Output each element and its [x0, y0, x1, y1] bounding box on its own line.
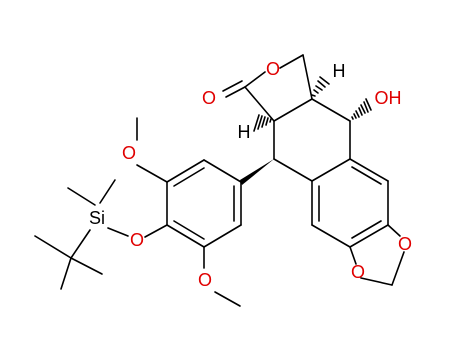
atom-o-tbs: O	[130, 230, 144, 250]
atom-h-left: H	[238, 122, 251, 142]
bond-ar1	[349, 158, 389, 182]
atom-o-meo-top: O	[122, 143, 136, 163]
hashed-wedge-oh	[351, 98, 372, 120]
bond-ar-inner-1	[351, 166, 382, 185]
hashed-wedge-h-left	[253, 114, 272, 132]
bold-wedge-aryl	[240, 159, 274, 185]
bond-ch2-c3a	[302, 54, 313, 100]
bond-tbu-1	[34, 235, 72, 259]
bond-c11a-c1	[244, 86, 275, 122]
bond-carbonyl-1	[225, 86, 246, 98]
bond-o-si	[107, 227, 129, 237]
bond-aryl-2	[166, 159, 205, 183]
bond-tbu-3	[60, 257, 72, 290]
hashed-wedge-h-top	[311, 76, 330, 97]
bond-ar4	[311, 224, 351, 248]
atom-o-diox-bottom: O	[351, 262, 365, 282]
bond-o-ch2	[279, 54, 304, 69]
atom-oh: OH	[375, 88, 402, 108]
bond-diox-3	[391, 251, 405, 286]
bond-tbu-2	[70, 257, 103, 275]
bond-aryl-1	[203, 159, 242, 183]
bond-si-tbu	[70, 229, 91, 259]
bond-meo-bot-2	[214, 291, 241, 307]
bond-si-me2	[99, 179, 116, 204]
bond-c3a-c11a	[273, 98, 313, 122]
bond-c3a-c4	[311, 98, 351, 122]
bond-c4a-c10a	[311, 158, 351, 182]
bond-c-otbs	[144, 224, 168, 238]
bond-aryl-inner-2	[173, 220, 205, 240]
bond-diox-1	[387, 224, 401, 237]
bond-carbonyl-2	[222, 80, 243, 92]
atom-si: Si	[89, 208, 105, 228]
atom-o-diox-right: O	[398, 234, 412, 254]
bond-c1-o	[244, 71, 266, 88]
bond-diox-2	[349, 246, 357, 265]
atom-o-ring: O	[266, 59, 280, 79]
bond-aryl-5	[203, 224, 242, 248]
bond-meo-top-1	[136, 164, 168, 183]
bond-aryl-inner-1	[173, 167, 205, 187]
atom-h-top: H	[333, 61, 346, 81]
bond-diox-4	[360, 277, 393, 286]
bond-aryl-4	[166, 224, 205, 248]
atom-o-carbonyl: O	[202, 88, 216, 108]
bond-ar-inner-2	[351, 220, 382, 239]
bond-c10a-c11	[273, 158, 313, 182]
bond-si-me1	[67, 187, 96, 206]
atom-o-meo-bot: O	[198, 270, 212, 290]
bond-ar3	[349, 224, 389, 248]
